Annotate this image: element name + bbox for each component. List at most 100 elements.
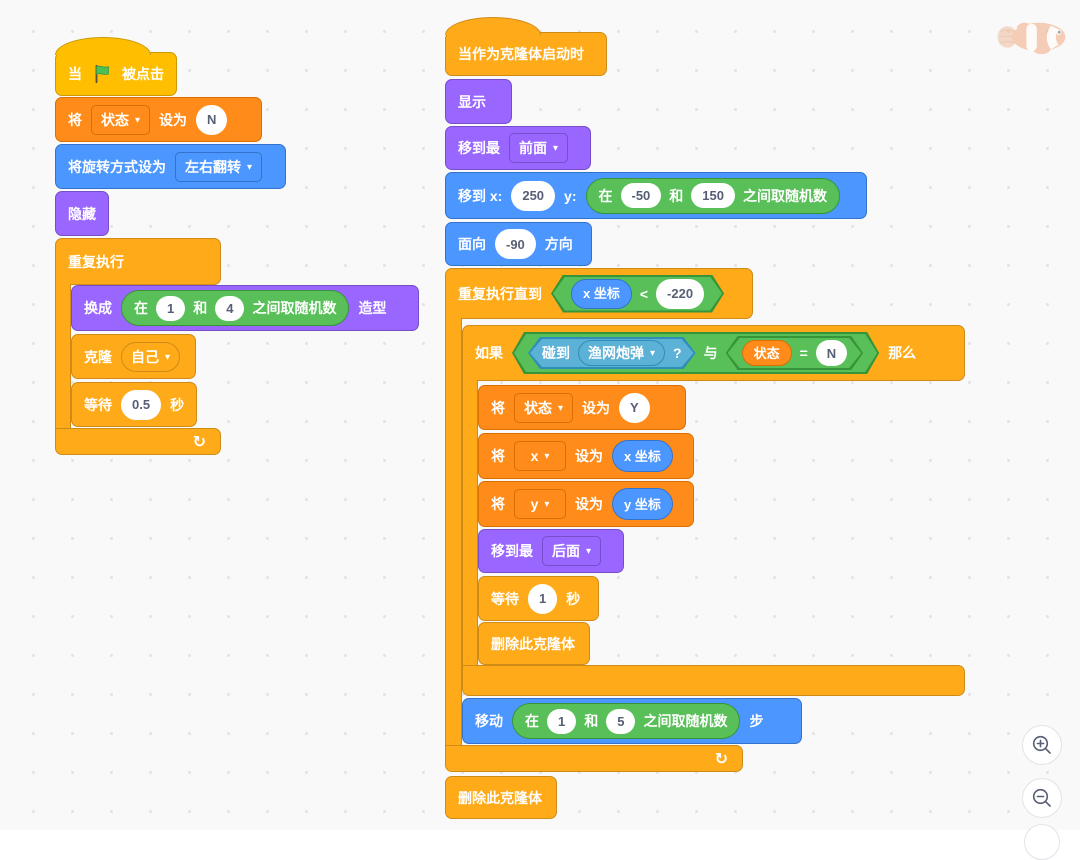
random-number-reporter[interactable]: 在 1 和 5 之间取随机数: [512, 703, 741, 739]
switch-costume-block[interactable]: 换成 在 1 和 4 之间取随机数 造型: [71, 285, 419, 331]
clone-target-dropdown[interactable]: 自己 ▾: [121, 341, 181, 372]
chevron-down-icon: ▾: [165, 351, 171, 363]
block-text: 等待: [491, 590, 519, 607]
operator-text: 在: [525, 713, 539, 729]
when-start-as-clone-block[interactable]: 当作为克隆体启动时: [445, 17, 607, 76]
variable-dropdown[interactable]: 状态 ▾: [514, 392, 574, 423]
block-text: 被点击: [122, 66, 164, 82]
min-input[interactable]: 1: [156, 295, 186, 321]
equals-condition[interactable]: 状态 = N: [726, 336, 864, 370]
if-then-wall: [462, 380, 478, 666]
clownfish-icon: [997, 22, 1066, 55]
variable-dropdown[interactable]: 状态 ▾: [91, 104, 151, 135]
less-than-condition[interactable]: x 坐标 < -220: [551, 275, 724, 313]
go-to-back-layer-block[interactable]: 移到最 后面 ▾: [478, 529, 624, 573]
wait-block[interactable]: 等待 1 秒: [478, 576, 599, 621]
x-input[interactable]: 250: [511, 180, 556, 211]
rotation-style-dropdown[interactable]: 左右翻转 ▾: [175, 151, 263, 182]
block-text: 将旋转方式设为: [68, 158, 166, 175]
zoom-out-button[interactable]: [1022, 778, 1062, 818]
variable-dropdown[interactable]: x ▾: [514, 441, 566, 471]
duration-input[interactable]: 1: [528, 583, 558, 614]
if-then-foot[interactable]: [462, 665, 965, 696]
if-then-block[interactable]: 如果 碰到 渔网炮弹 ▾ ? 与 状态: [462, 325, 965, 381]
block-text: 克隆: [84, 348, 112, 365]
chevron-down-icon: ▾: [135, 114, 141, 126]
max-input[interactable]: 150: [691, 183, 735, 208]
magnifier-plus-icon: [1032, 735, 1051, 754]
random-number-reporter[interactable]: 在 1 和 4 之间取随机数: [121, 290, 350, 326]
min-input[interactable]: -50: [620, 183, 662, 208]
value-input[interactable]: Y: [619, 392, 650, 423]
block-text: 将: [491, 448, 505, 464]
max-input[interactable]: 4: [215, 295, 245, 321]
go-to-xy-block[interactable]: 移到 x: 250 y: 在 -50 和 150 之间取随机数: [445, 172, 867, 219]
block-text: 设为: [159, 111, 188, 128]
block-text: 秒: [170, 396, 185, 413]
dropdown-value: 左右翻转: [185, 158, 241, 175]
set-variable-block[interactable]: 将 状态 ▾ 设为 N: [55, 97, 262, 142]
duration-input[interactable]: 0.5: [121, 389, 162, 420]
direction-input[interactable]: -90: [495, 229, 536, 259]
x-position-reporter[interactable]: x 坐标: [612, 440, 673, 472]
operator-text: 在: [134, 300, 148, 316]
operator-text: 和: [193, 300, 208, 316]
chevron-down-icon: ▾: [553, 143, 559, 154]
block-text: 移到最: [458, 140, 500, 156]
point-in-direction-block[interactable]: 面向 -90 方向: [445, 222, 592, 266]
max-input[interactable]: 5: [606, 708, 636, 734]
dropdown-value: 状态: [101, 111, 129, 128]
chevron-down-icon: ▾: [544, 499, 550, 510]
delete-clone-block[interactable]: 删除此克隆体: [478, 622, 590, 665]
loop-arrow-icon: ↻: [192, 433, 206, 451]
block-text: 设为: [582, 399, 611, 416]
show-block[interactable]: 显示: [445, 79, 512, 124]
x-position-reporter[interactable]: x 坐标: [571, 279, 632, 309]
set-variable-block[interactable]: 将 y ▾ 设为 y 坐标: [478, 481, 694, 527]
block-text: 隐藏: [68, 205, 96, 222]
dropdown-value: 状态: [524, 399, 552, 416]
layer-dropdown[interactable]: 前面 ▾: [509, 133, 569, 163]
forever-block[interactable]: 重复执行: [55, 238, 221, 285]
state-variable-reporter[interactable]: 状态: [742, 340, 792, 366]
operator-text: 之间取随机数: [643, 713, 728, 729]
create-clone-block[interactable]: 克隆 自己 ▾: [71, 334, 196, 379]
touching-target-dropdown[interactable]: 渔网炮弹 ▾: [578, 340, 665, 366]
repeat-until-block[interactable]: 重复执行直到 x 坐标 < -220: [445, 268, 753, 319]
touching-condition[interactable]: 碰到 渔网炮弹 ▾ ?: [528, 337, 696, 369]
set-rotation-style-block[interactable]: 将旋转方式设为 左右翻转 ▾: [55, 144, 286, 189]
random-number-reporter[interactable]: 在 -50 和 150 之间取随机数: [585, 177, 840, 214]
wait-block[interactable]: 等待 0.5 秒: [71, 382, 198, 427]
sensing-text: ?: [673, 345, 682, 361]
go-to-front-layer-block[interactable]: 移到最 前面 ▾: [445, 126, 591, 170]
y-position-reporter[interactable]: y 坐标: [612, 488, 673, 520]
variable-dropdown[interactable]: y ▾: [514, 489, 566, 519]
chevron-down-icon: ▾: [544, 451, 550, 462]
value-input[interactable]: -220: [656, 279, 704, 309]
min-input[interactable]: 1: [547, 708, 577, 734]
dropdown-value: y: [530, 496, 539, 512]
when-flag-clicked-block[interactable]: 当 被点击: [55, 37, 177, 96]
set-variable-block[interactable]: 将 x ▾ 设为 x 坐标: [478, 433, 694, 479]
hide-block[interactable]: 隐藏: [55, 191, 109, 236]
block-text: 如果: [475, 345, 503, 361]
layer-dropdown[interactable]: 后面 ▾: [542, 536, 602, 566]
chevron-down-icon: ▾: [650, 348, 656, 359]
set-variable-block[interactable]: 将 状态 ▾ 设为 Y: [478, 385, 686, 430]
block-text: 重复执行直到: [458, 285, 542, 302]
block-text: 将: [491, 496, 505, 512]
sensing-text: 碰到: [542, 345, 570, 361]
block-text: 面向: [458, 236, 486, 252]
forever-block-foot[interactable]: ↻: [55, 428, 221, 455]
zoom-reset-button-partial[interactable]: [1024, 824, 1060, 860]
value-input[interactable]: N: [816, 340, 847, 366]
delete-clone-block[interactable]: 删除此克隆体: [445, 776, 557, 819]
chevron-down-icon: ▾: [558, 402, 564, 414]
repeat-until-foot[interactable]: ↻: [445, 745, 743, 772]
and-condition[interactable]: 碰到 渔网炮弹 ▾ ? 与 状态 = N: [512, 332, 879, 374]
zoom-in-button[interactable]: [1022, 725, 1062, 765]
value-input[interactable]: N: [196, 104, 228, 135]
operator-text: 在: [598, 187, 613, 204]
move-steps-block[interactable]: 移动 在 1 和 5 之间取随机数 步: [462, 698, 802, 744]
